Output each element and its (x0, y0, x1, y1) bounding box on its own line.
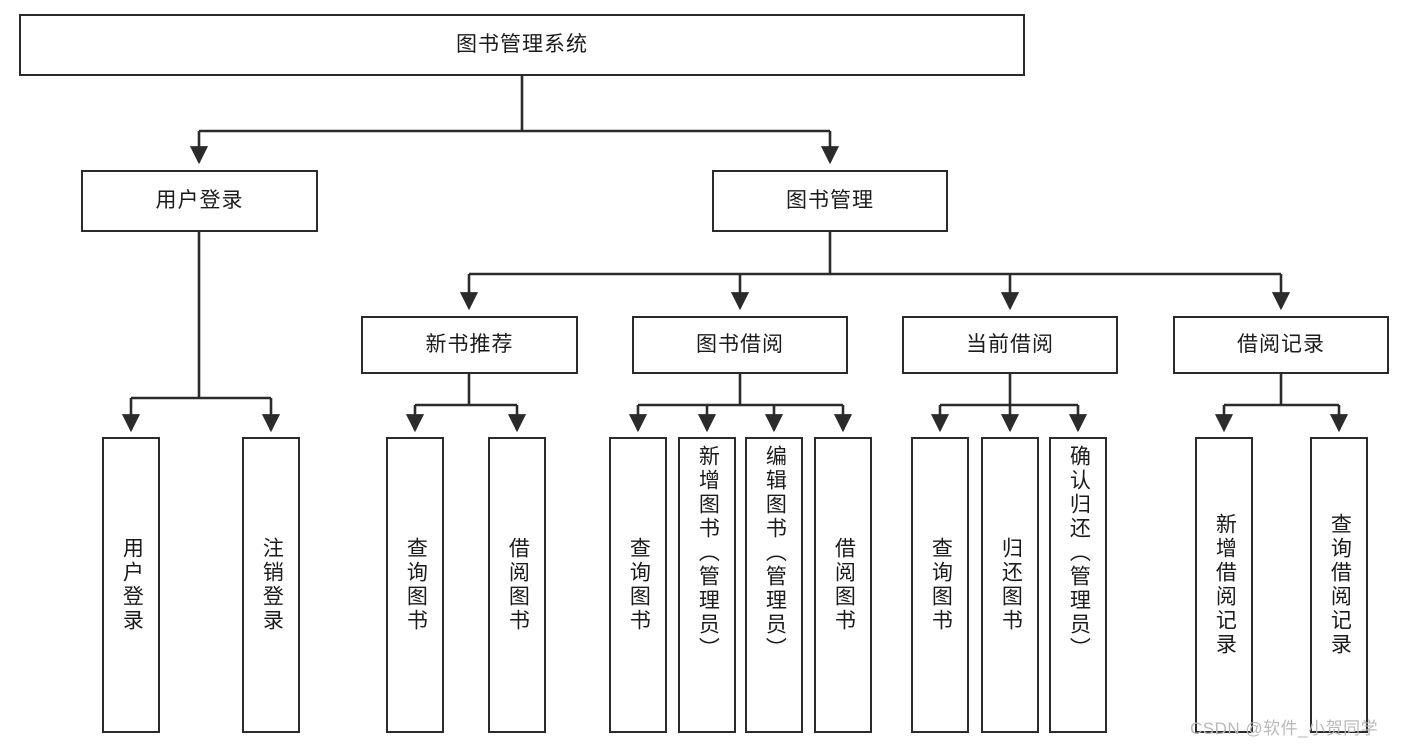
leaf-query-book-3-label: 查询图书 (929, 537, 953, 633)
node-new-book-rec-label: 新书推荐 (425, 332, 514, 356)
node-borrow-record-label: 借阅记录 (1237, 332, 1325, 356)
leaf-borrow-book-1-label: 借阅图书 (506, 537, 530, 633)
leaf-user-login-label: 用户登录 (120, 537, 144, 633)
node-current-borrow-label: 当前借阅 (966, 332, 1054, 356)
leaf-add-record-label: 新增借阅记录 (1213, 513, 1237, 657)
leaf-query-book-2-label: 查询图书 (627, 537, 651, 633)
leaf-add-record[interactable]: 新增借阅记录 (1195, 437, 1253, 733)
node-root[interactable]: 图书管理系统 (19, 14, 1025, 76)
leaf-query-book-3[interactable]: 查询图书 (911, 437, 969, 733)
leaf-add-book[interactable]: 新增图书（管理员） (678, 437, 736, 733)
leaf-query-record[interactable]: 查询借阅记录 (1310, 437, 1368, 733)
csdn-watermark: CSDN @软件_小贺同学 (1190, 719, 1379, 738)
leaf-return-book[interactable]: 归还图书 (981, 437, 1039, 733)
leaf-logout[interactable]: 注销登录 (242, 437, 300, 733)
leaf-borrow-book-2-label: 借阅图书 (832, 537, 856, 633)
node-book-borrow-label: 图书借阅 (696, 332, 784, 356)
node-user-login[interactable]: 用户登录 (81, 170, 318, 232)
leaf-return-book-label: 归还图书 (999, 537, 1023, 633)
leaf-borrow-book-2[interactable]: 借阅图书 (814, 437, 872, 733)
node-borrow-record[interactable]: 借阅记录 (1173, 316, 1389, 374)
leaf-edit-book[interactable]: 编辑图书（管理员） (745, 437, 803, 733)
node-book-manage-label: 图书管理 (786, 188, 874, 212)
node-root-label: 图书管理系统 (456, 32, 588, 56)
leaf-add-book-label: 新增图书（管理员） (696, 445, 720, 661)
node-user-login-label: 用户登录 (155, 188, 244, 212)
leaf-query-book-1-label: 查询图书 (404, 537, 428, 633)
leaf-logout-label: 注销登录 (260, 537, 284, 633)
node-book-manage[interactable]: 图书管理 (712, 170, 948, 232)
leaf-user-login[interactable]: 用户登录 (102, 437, 160, 733)
leaf-edit-book-label: 编辑图书（管理员） (763, 445, 787, 661)
node-book-borrow[interactable]: 图书借阅 (632, 316, 848, 374)
leaf-query-book-2[interactable]: 查询图书 (609, 437, 667, 733)
leaf-confirm-return-label: 确认归还（管理员） (1067, 445, 1091, 661)
leaf-query-record-label: 查询借阅记录 (1328, 513, 1352, 657)
node-new-book-rec[interactable]: 新书推荐 (361, 316, 578, 374)
leaf-confirm-return[interactable]: 确认归还（管理员） (1049, 437, 1107, 733)
leaf-borrow-book-1[interactable]: 借阅图书 (488, 437, 546, 733)
leaf-query-book-1[interactable]: 查询图书 (386, 437, 444, 733)
node-current-borrow[interactable]: 当前借阅 (902, 316, 1118, 374)
